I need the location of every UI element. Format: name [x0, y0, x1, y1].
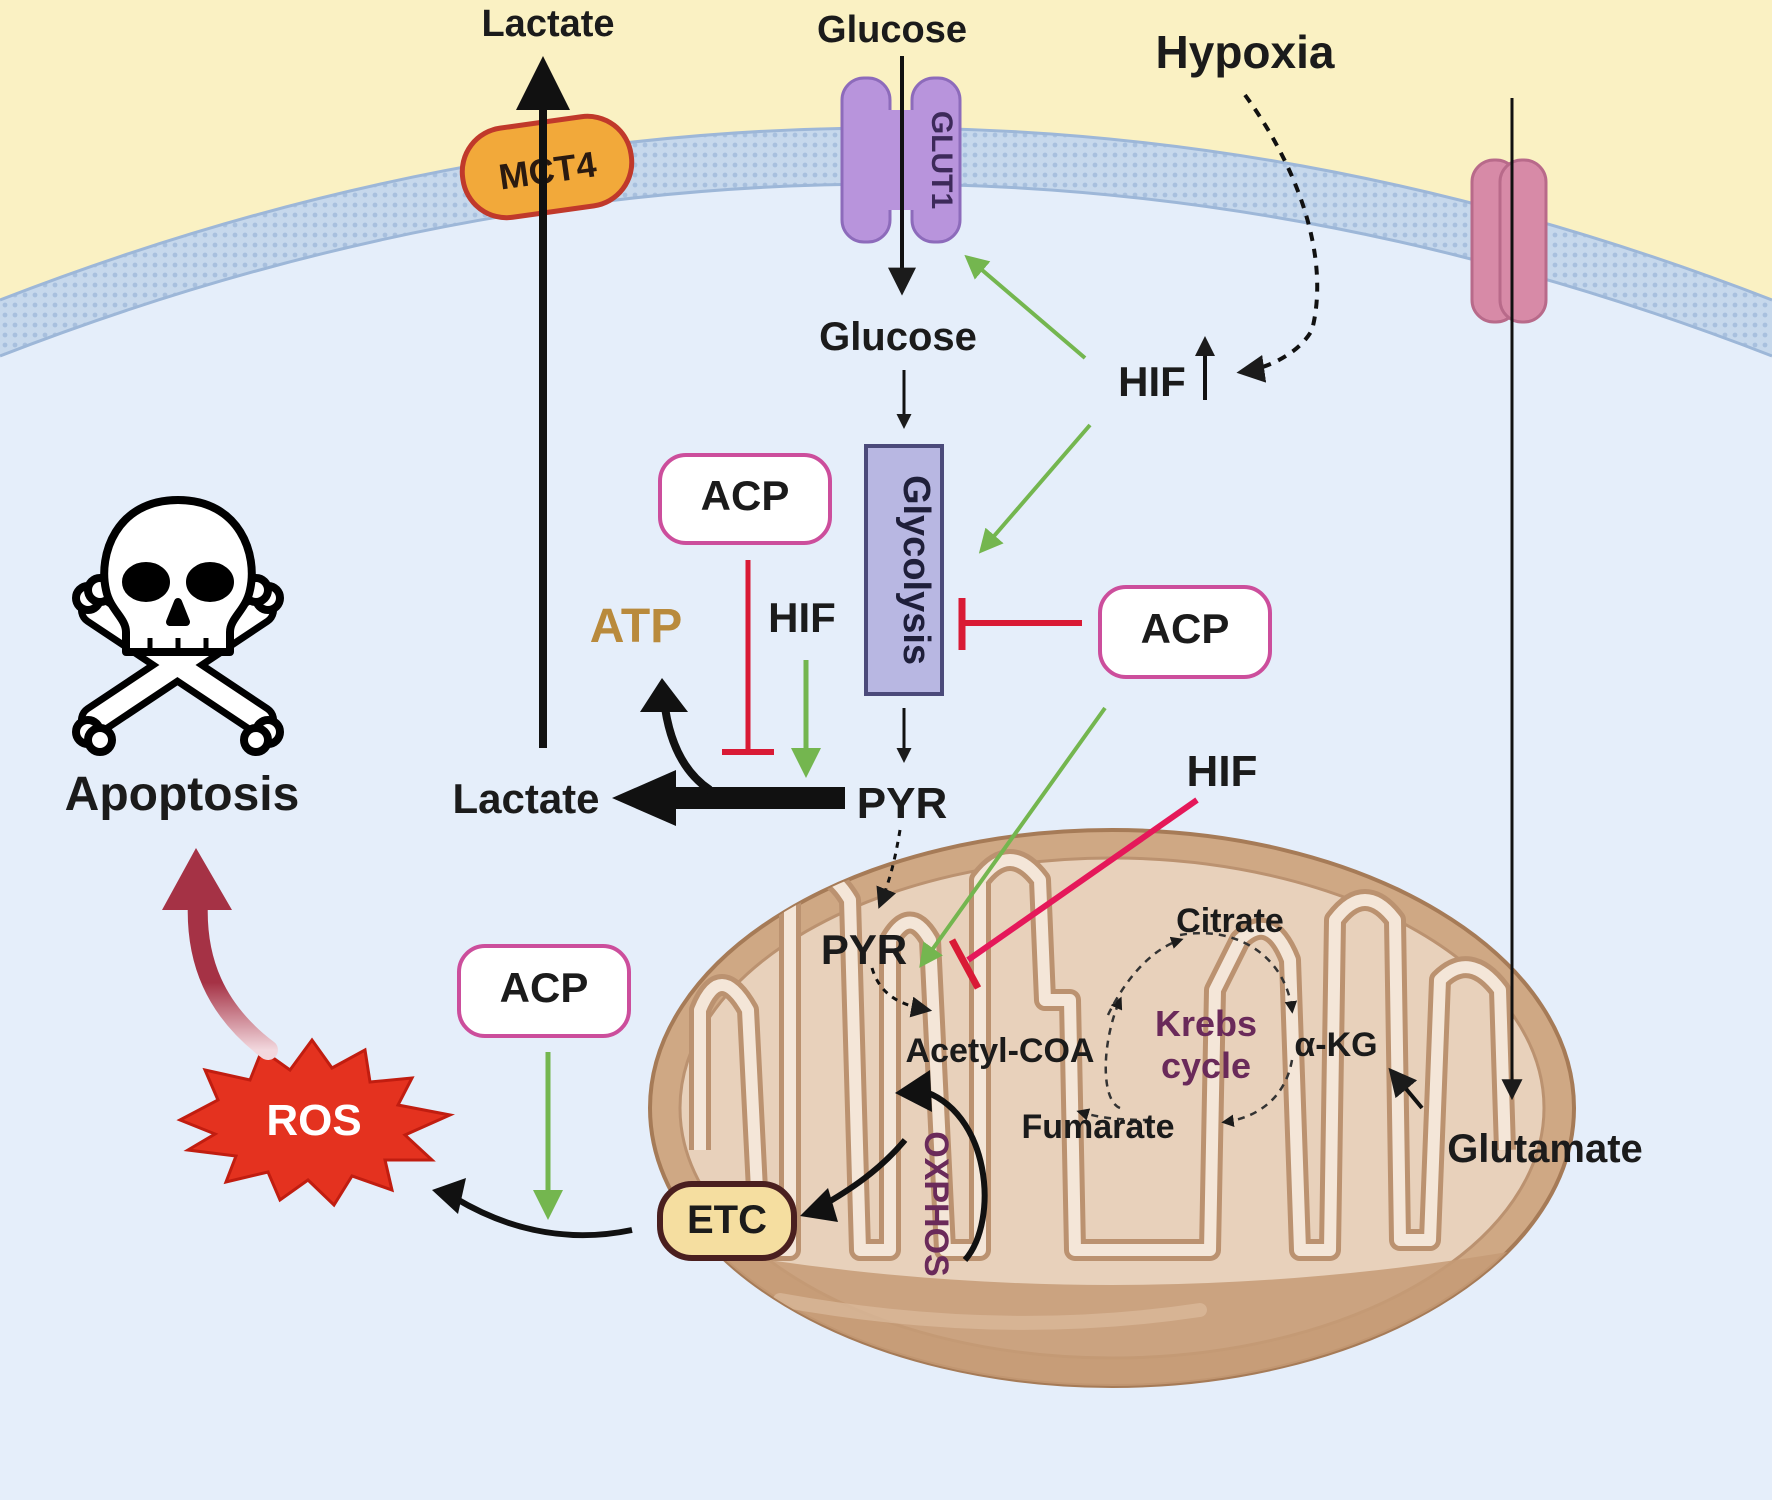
krebs-label-line1: Krebs [1155, 1003, 1257, 1044]
hif-right-label: HIF [1187, 747, 1258, 796]
etc-label: ETC [687, 1198, 767, 1242]
pyr-mito-import-arrow [876, 829, 902, 909]
krebs-cycle-ring [1076, 931, 1298, 1128]
akg-label: α-KG [1294, 1026, 1377, 1064]
acp-right-label: ACP [1141, 605, 1230, 652]
glucose-out-label: Glucose [817, 9, 967, 51]
skull-and-crossbones-icon [72, 496, 284, 756]
ros-label: ROS [266, 1096, 361, 1145]
hypoxia-label: Hypoxia [1156, 26, 1335, 78]
fumarate-label: Fumarate [1021, 1108, 1174, 1146]
acp-box-top: ACP [658, 453, 832, 545]
hif-activates-glut1 [964, 254, 1087, 360]
citrate-label: Citrate [1176, 902, 1284, 940]
glutamate-transporter [1470, 158, 1548, 324]
hif-up-label: HIF [1118, 358, 1186, 405]
krebs-label-line2: cycle [1161, 1045, 1251, 1086]
atp-label: ATP [590, 600, 682, 653]
oxphos-arrow [919, 1087, 988, 1262]
acp-inhibits-lactate [722, 560, 774, 755]
acp-top-label: ACP [701, 472, 790, 519]
acetyl-coa-label: Acetyl-COA [906, 1032, 1095, 1070]
lactate-in-label: Lactate [452, 775, 599, 822]
etc-to-ros-arrow [453, 1195, 633, 1239]
glycolysis-box: Glycolysis [864, 444, 944, 696]
lactate-out-label: Lactate [481, 3, 614, 45]
pyr-to-acetylcoa-arrow [870, 967, 933, 1018]
glycolysis-label: Glycolysis [895, 475, 937, 665]
glut1-transporter: GLUT1 [840, 76, 962, 244]
acp-box-bottom: ACP [457, 944, 631, 1038]
etc-box: ETC [657, 1181, 797, 1261]
hif-mid-label: HIF [768, 594, 836, 641]
apoptosis-arrowhead [162, 848, 232, 910]
acp-bottom-label: ACP [500, 964, 589, 1011]
pyr-mito-label: PYR [821, 926, 907, 973]
pyr-cytosol-label: PYR [857, 779, 947, 828]
ros-to-apoptosis-arrow [187, 890, 278, 1060]
glutamate-label: Glutamate [1447, 1127, 1643, 1171]
acp-activates-pdh [919, 706, 1107, 968]
mitochondrion [648, 828, 1576, 1388]
oxphos-label: OXPHOS [917, 1131, 955, 1276]
hif-activates-glycolysis [978, 423, 1092, 554]
acp-inhibits-glycolysis [958, 598, 1082, 650]
glucose-in-label: Glucose [819, 315, 977, 359]
cell-membrane [0, 128, 1772, 356]
glut1-label: GLUT1 [925, 111, 958, 209]
hif-inhibits-pdh [948, 797, 1199, 990]
glutamate-to-akg-arrow [1388, 1067, 1424, 1110]
apoptosis-label: Apoptosis [65, 768, 300, 821]
acp-box-right: ACP [1098, 585, 1272, 679]
